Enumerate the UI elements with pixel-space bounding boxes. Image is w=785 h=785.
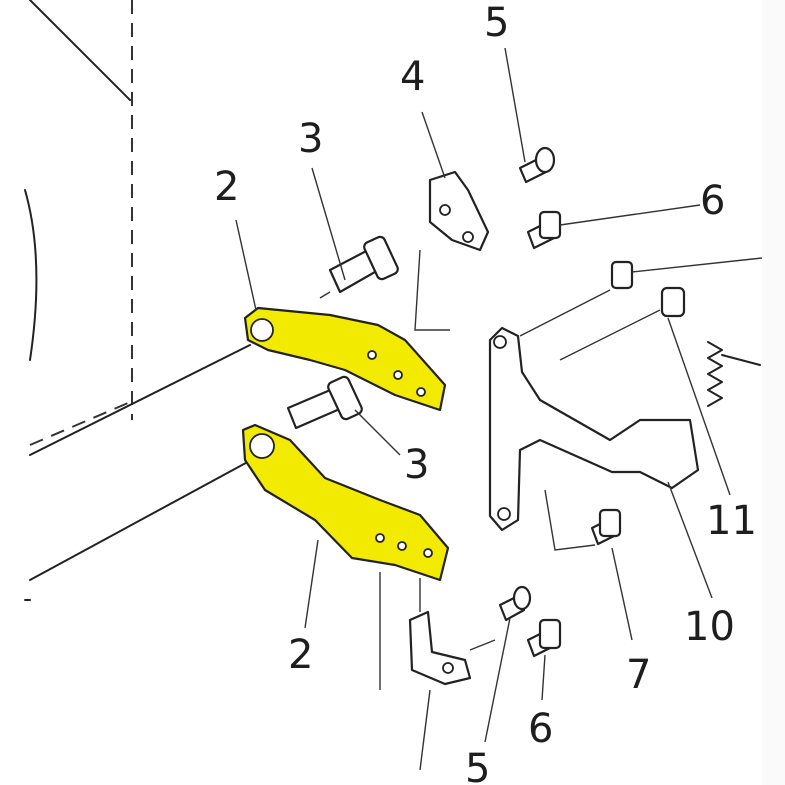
- callout-6-bottom: 6: [528, 706, 553, 752]
- callout-2-bottom: 2: [288, 632, 313, 678]
- right-margin-strip: [762, 0, 785, 785]
- part-5-lower-screw: [498, 585, 532, 622]
- part-2-upper-bracket: [243, 306, 447, 412]
- spring: [707, 341, 761, 407]
- callout-5-bottom: 5: [465, 746, 490, 785]
- leader-lines: [235, 47, 731, 771]
- part-6-lower-screw: [526, 618, 562, 658]
- callout-3-middle: 3: [404, 442, 429, 488]
- screw-top-right: [610, 257, 763, 290]
- callout-11: 11: [706, 498, 757, 544]
- part-3-lower-bolt: [286, 375, 363, 430]
- callout-10: 10: [684, 604, 735, 650]
- part-3-upper-bolt: [319, 235, 399, 299]
- machine-body-outline: [24, 0, 256, 601]
- callout-3-top: 3: [298, 116, 323, 162]
- part-4-small-bracket: [428, 170, 490, 252]
- part-10-lever: [488, 326, 700, 532]
- callout-2-top: 2: [214, 164, 239, 210]
- callout-5-top: 5: [484, 0, 509, 46]
- part-2-lower-bracket: [241, 423, 450, 582]
- part-11-screw: [660, 286, 686, 318]
- part-7-screw: [590, 508, 622, 546]
- callout-6-top: 6: [700, 178, 725, 224]
- callout-4: 4: [400, 54, 425, 100]
- callout-7: 7: [626, 652, 651, 698]
- part-5-upper-screw: [518, 146, 556, 184]
- lower-small-bracket: [379, 572, 472, 690]
